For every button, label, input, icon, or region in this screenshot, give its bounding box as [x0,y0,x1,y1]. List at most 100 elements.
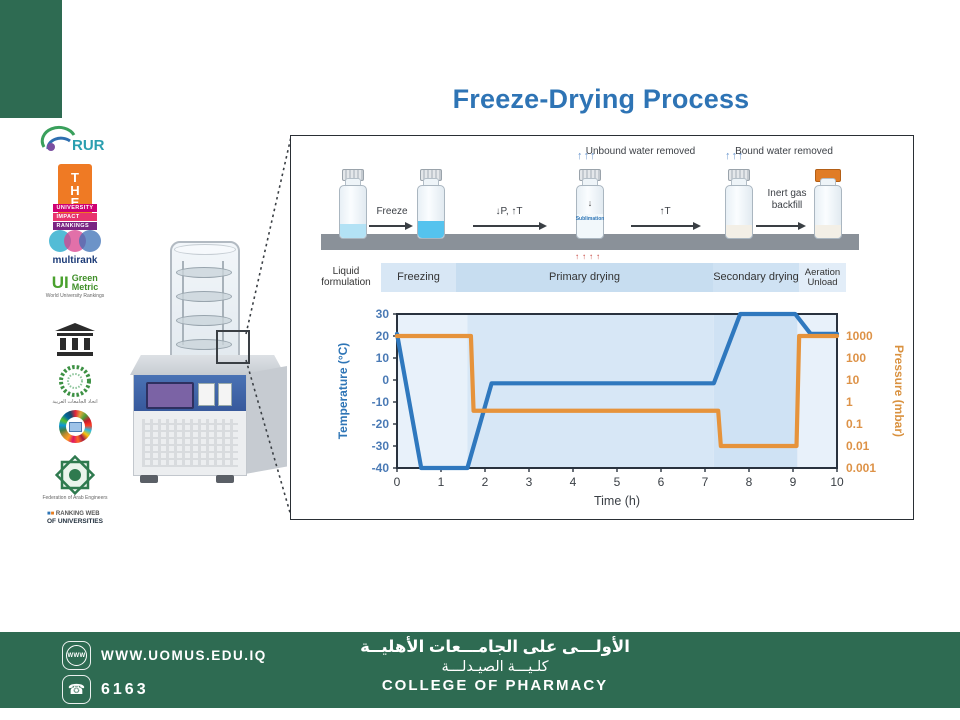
x-tick-label: 2 [482,475,489,489]
logo-sdg [30,410,120,443]
x-axis-title: Time (h) [594,494,640,508]
left-tick-label: 10 [376,351,390,365]
website-text: WWW.UOMUS.EDU.IQ [101,648,267,663]
green-corner-bar [0,0,62,118]
logo-columns [30,321,120,357]
display-screen [146,382,194,409]
right-tick-label: 0.01 [846,439,870,453]
machine-side [245,366,287,474]
freeze-dryer-illustration [130,235,292,485]
logo-rur: RUR [30,123,120,155]
right-tick-label: 10 [846,373,860,387]
left-tick-label: -30 [372,439,390,453]
x-tick-label: 8 [746,475,753,489]
vial-sealed [812,169,842,239]
vapor-arrows-icon: ↑↑↑ [577,150,597,162]
x-tick-label: 5 [614,475,621,489]
footer-text-block: الأولـــى على الجامـــعات الأهليــة كلـي… [310,637,680,696]
x-tick-label: 9 [790,475,797,489]
chart-region-primary-drying [467,314,714,468]
step-label-temp: ↑T [659,206,671,217]
step-arrow [756,221,806,230]
shelf-bar [321,234,859,250]
college-name-english: COLLEGE OF PHARMACY [381,676,609,694]
right-tick-label: 1 [846,395,853,409]
step-label-pressure-temp: ↓P, ↑T [495,206,523,217]
right-axis-title: Pressure (mbar) [892,345,906,437]
vial-liquid [337,169,367,239]
x-tick-label: 10 [830,475,844,489]
stage-cell-secondary-drying: Secondary drying [713,263,799,292]
bound-water-label: Bound water removed [735,146,833,157]
stage-cell-aeration-unload: Aeration Unload [799,263,846,292]
sublimation-label: Sublimation [575,216,605,222]
right-tick-label: 0.001 [846,461,876,475]
x-tick-label: 4 [570,475,577,489]
vial-secondary-drying [723,169,753,239]
x-tick-label: 1 [438,475,445,489]
step-arrow [631,221,701,230]
step-arrow [473,221,547,230]
page-title: Freeze-Drying Process [452,84,750,114]
unbound-water-label: Unbound water removed [585,146,696,157]
panel-button [198,383,215,406]
globe-www-icon: WWW [62,641,91,670]
shelf [176,267,232,278]
stage-cell-primary-drying: Primary drying [456,263,713,292]
magnifier-box [216,330,250,364]
x-tick-label: 0 [394,475,401,489]
left-tick-label: -10 [372,395,390,409]
stage-cell-freezing: Freezing [381,263,456,292]
x-tick-label: 3 [526,475,533,489]
ice-front-arrow-icon: ↓ [587,198,593,208]
machine-front [133,375,247,476]
phone-icon: ☎ [62,675,91,704]
series-temperature [394,311,840,471]
shelf [176,291,232,302]
x-tick-label: 7 [702,475,709,489]
plot-border [396,313,838,469]
college-name-arabic: كلـيـــة الصيـدلـــة [441,658,549,675]
right-tick-label: 0.1 [846,417,863,431]
left-tick-label: -40 [372,461,390,475]
left-tick-label: -20 [372,417,390,431]
vent-grille [142,419,238,467]
logo-multirank: multirank [30,230,120,266]
vapor-arrows-icon: ↑↑↑ [725,150,745,162]
step-label-inert-gas: Inert gas backfill [767,188,807,211]
control-panel [134,375,246,411]
contact-block: WWW WWW.UOMUS.EDU.IQ ☎ 6163 [62,641,267,709]
svg-text:RUR: RUR [72,137,105,154]
x-tick-label: 6 [658,475,665,489]
chart-region-secondary-drying [713,314,798,468]
right-tick-label: 1000 [846,329,873,343]
vial-frozen [415,169,445,239]
chart-region-aeration-unload [797,314,837,468]
heat-arrows-icon: ↑↑↑↑ [575,252,603,261]
logo-arab-engineers: Federation of Arab Engineers [30,455,120,501]
panel-button [218,383,232,406]
series-pressure [394,333,840,449]
footer: WWW WWW.UOMUS.EDU.IQ ☎ 6163 الأولـــى عل… [0,632,960,708]
shelf [176,339,232,350]
left-tick-label: 0 [382,373,389,387]
left-tick-label: 30 [376,307,390,321]
right-tick-label: 100 [846,351,866,365]
step-label-freeze: Freeze [376,206,408,217]
shelf [176,315,232,326]
stage-cell-liquid-formulation: Liquid formulation [311,263,381,292]
left-tick-label: 20 [376,329,390,343]
process-diagram-panel: ↓ Sublimation ↑↑↑ ↑↑↑ ↑↑↑↑ Freeze ↓P, ↑T… [290,135,914,520]
logo-wreath: اتحاد الجامعات العربية [30,363,120,405]
left-axis-title: Temperature (°C) [336,343,350,440]
phone-number: 6163 [101,680,149,698]
tagline-arabic: الأولـــى على الجامـــعات الأهليــة [360,638,630,656]
vial-primary-drying: ↓ Sublimation [574,169,605,239]
